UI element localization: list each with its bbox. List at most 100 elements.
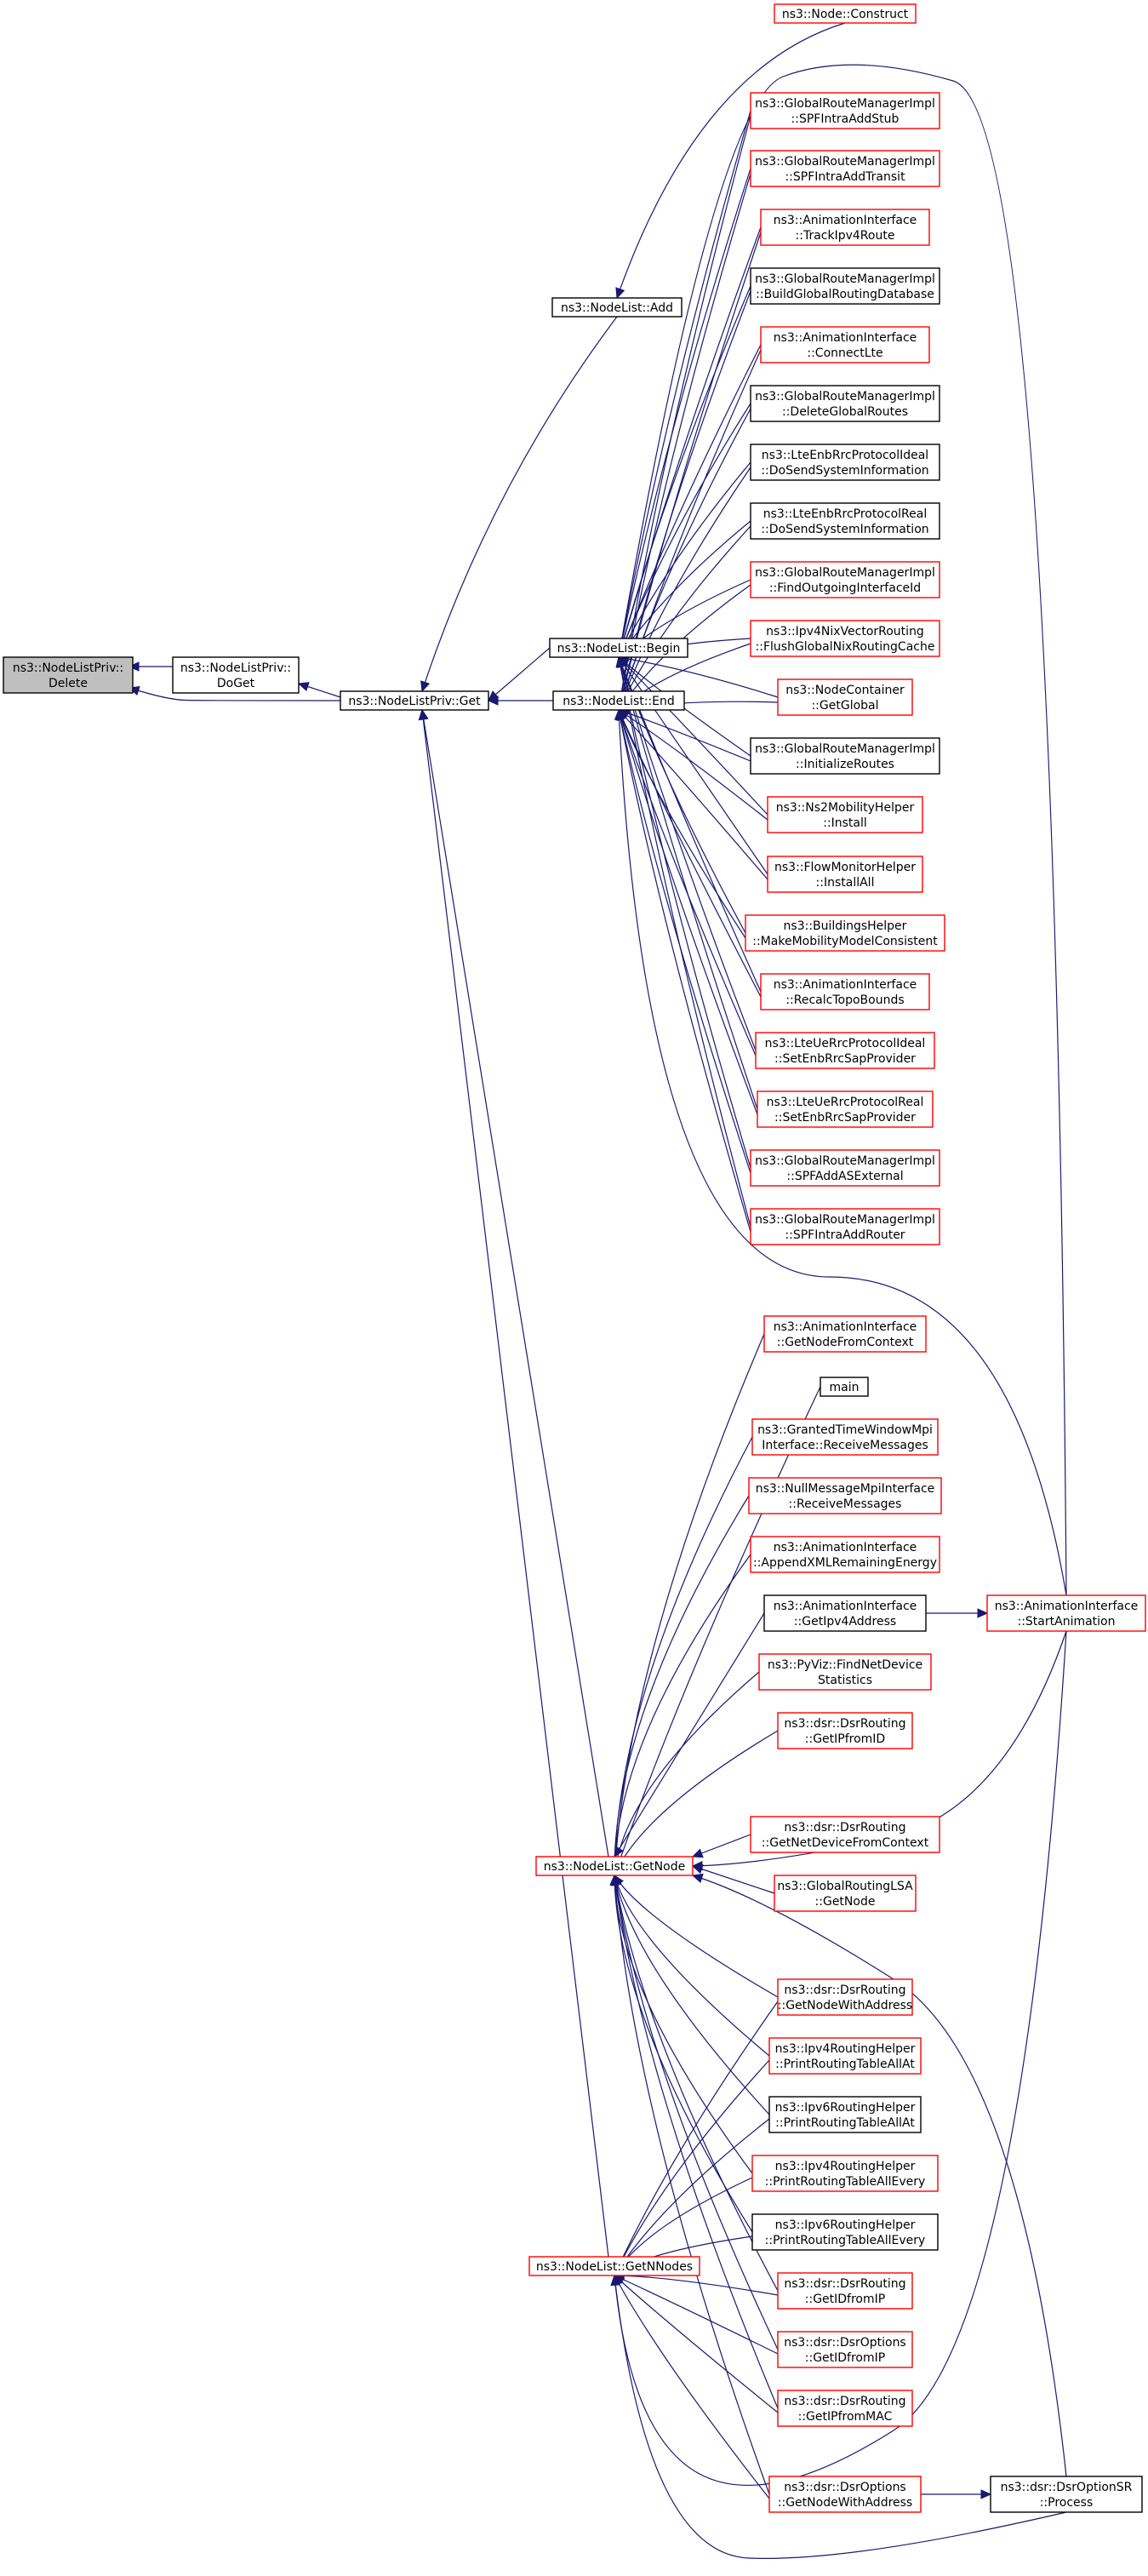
node-r7[interactable]: ns3::LteEnbRrcProtocolIdeal::DoSendSyste…: [750, 444, 940, 481]
node-label: ns3::GlobalRouteManagerImpl: [755, 1154, 935, 1168]
node-label: main: [830, 1381, 860, 1394]
node-r3[interactable]: ns3::AnimationInterface::TrackIpv4Route: [760, 209, 930, 246]
node-box: [750, 444, 940, 481]
node-g16[interactable]: ns3::dsr::DsrRouting::GetIDfromIP: [777, 2272, 913, 2310]
node-r5[interactable]: ns3::AnimationInterface::ConnectLte: [760, 326, 930, 364]
node-g1[interactable]: ns3::AnimationInterface::GetNodeFromCont…: [763, 1315, 927, 1353]
node-box: [750, 737, 940, 775]
node-g2[interactable]: main: [820, 1377, 869, 1397]
node-r1[interactable]: ns3::GlobalRouteManagerImpl::SPFIntraAdd…: [750, 92, 940, 129]
node-label: ::PrintRoutingTableAllEvery: [765, 2234, 926, 2247]
node-box: [750, 620, 940, 657]
node-label: ::SPFIntraAddStub: [791, 112, 900, 126]
node-label: ::GetNetDeviceFromContext: [762, 1836, 929, 1850]
node-g15[interactable]: ns3::Ipv6RoutingHelper::PrintRoutingTabl…: [751, 2213, 939, 2251]
node-label: Interface::ReceiveMessages: [762, 1439, 928, 1452]
node-r10[interactable]: ns3::Ipv4NixVectorRouting::FlushGlobalNi…: [750, 620, 940, 657]
node-box: [750, 1816, 940, 1853]
node-doget[interactable]: ns3::NodeListPriv::DoGet: [172, 656, 300, 694]
node-end[interactable]: ns3::NodeList::End: [552, 690, 685, 711]
edge-g10-to-getnode: [692, 1865, 775, 1894]
arrowhead-doget-to-delete: [128, 661, 140, 672]
node-label: ::SetEnbRrcSapProvider: [774, 1052, 916, 1066]
node-box: [768, 2037, 922, 2075]
node-g6[interactable]: ns3::AnimationInterface::GetIpv4Address: [763, 1594, 927, 1632]
node-g9[interactable]: ns3::dsr::DsrRouting::GetNetDeviceFromCo…: [750, 1816, 940, 1853]
node-label: ::SetEnbRrcSapProvider: [774, 1111, 916, 1125]
node-dsrprocess[interactable]: ns3::dsr::DsrOptionSR::Process: [990, 2476, 1143, 2513]
node-label: ns3::GlobalRouteManagerImpl: [755, 390, 935, 404]
node-add[interactable]: ns3::NodeList::Add: [551, 297, 683, 318]
node-label: ns3::GlobalRoutingLSA: [777, 1880, 913, 1893]
node-getnnodes[interactable]: ns3::NodeList::GetNNodes: [528, 2256, 700, 2276]
node-startanim[interactable]: ns3::AnimationInterface::StartAnimation: [986, 1594, 1146, 1632]
arrowhead-startanim-to-getnode: [691, 1860, 703, 1871]
node-r18[interactable]: ns3::LteUeRrcProtocolReal::SetEnbRrcSapP…: [757, 1091, 934, 1128]
node-r2[interactable]: ns3::GlobalRouteManagerImpl::SPFIntraAdd…: [750, 150, 940, 187]
node-label: ns3::dsr::DsrRouting: [784, 1717, 905, 1731]
node-g3[interactable]: ns3::GrantedTimeWindowMpiInterface::Rece…: [751, 1418, 939, 1456]
node-label: ns3::LteUeRrcProtocolReal: [767, 1096, 924, 1109]
node-box: [750, 561, 940, 598]
node-r6[interactable]: ns3::GlobalRouteManagerImpl::DeleteGloba…: [750, 385, 940, 422]
node-label: ::FlushGlobalNixRoutingCache: [756, 640, 935, 654]
node-r14[interactable]: ns3::FlowMonitorHelper::InstallAll: [767, 856, 923, 893]
node-r15[interactable]: ns3::BuildingsHelper::MakeMobilityModelC…: [745, 914, 945, 952]
node-r8[interactable]: ns3::LteEnbRrcProtocolReal::DoSendSystem…: [750, 502, 940, 540]
node-g10[interactable]: ns3::GlobalRoutingLSA::GetNode: [774, 1875, 917, 1912]
node-construct[interactable]: ns3::Node::Construct: [774, 3, 917, 24]
edge-getnode-to-privget: [421, 709, 609, 1858]
node-r19[interactable]: ns3::GlobalRouteManagerImpl::SPFAddASExt…: [750, 1149, 940, 1187]
node-g19[interactable]: ns3::dsr::DsrOptions::GetNodeWithAddress: [768, 2476, 922, 2513]
arrowhead-g9-to-getnode: [691, 1848, 704, 1858]
node-begin[interactable]: ns3::NodeList::Begin: [549, 638, 688, 658]
node-r12[interactable]: ns3::GlobalRouteManagerImpl::InitializeR…: [750, 737, 940, 775]
node-label: ::InstallAll: [816, 876, 875, 890]
node-privget[interactable]: ns3::NodeListPriv::Get: [340, 690, 489, 711]
edge-getnnodes-to-privget: [421, 709, 609, 2258]
node-box: [760, 209, 930, 246]
node-r9[interactable]: ns3::GlobalRouteManagerImpl::FindOutgoin…: [750, 561, 940, 598]
node-r13[interactable]: ns3::Ns2MobilityHelper::Install: [767, 796, 923, 833]
node-label: ns3::FlowMonitorHelper: [774, 861, 916, 874]
edge-r18-to-begin: [618, 656, 758, 1110]
node-box: [986, 1594, 1146, 1632]
node-box: [750, 385, 940, 422]
node-g13[interactable]: ns3::Ipv6RoutingHelper::PrintRoutingTabl…: [768, 2096, 922, 2133]
node-r4[interactable]: ns3::GlobalRouteManagerImpl::BuildGlobal…: [750, 267, 940, 305]
node-g17[interactable]: ns3::dsr::DsrOptions::GetIDfromIP: [777, 2331, 913, 2368]
node-box: [750, 502, 940, 540]
node-box: [990, 2476, 1143, 2513]
node-r17[interactable]: ns3::LteUeRrcProtocolIdeal::SetEnbRrcSap…: [755, 1032, 935, 1069]
node-getnode[interactable]: ns3::NodeList::GetNode: [535, 1856, 694, 1876]
node-label: ns3::NodeList::Begin: [557, 642, 681, 655]
node-label: Statistics: [818, 1674, 872, 1687]
edge-g17-to-getnnodes: [614, 2275, 779, 2355]
arrowhead-g19-to-dsrprocess: [980, 2489, 992, 2499]
node-label: ns3::NodeList::GetNode: [544, 1860, 685, 1874]
node-g11[interactable]: ns3::dsr::DsrRouting::GetNodeWithAddress: [777, 1978, 913, 2016]
edge-construct-to-add: [616, 22, 846, 299]
node-box: [777, 1978, 913, 2016]
node-r20[interactable]: ns3::GlobalRouteManagerImpl::SPFIntraAdd…: [750, 1208, 940, 1245]
node-label: ns3::BuildingsHelper: [784, 919, 907, 933]
edge-r20-to-begin: [618, 656, 751, 1228]
node-g8[interactable]: ns3::dsr::DsrRouting::GetIPfromID: [777, 1712, 913, 1749]
node-label: ns3::dsr::DsrRouting: [784, 1984, 905, 1997]
node-g4[interactable]: ns3::NullMessageMpiInterface::ReceiveMes…: [748, 1477, 942, 1514]
node-label: ::GetGlobal: [811, 699, 878, 713]
node-label: ::BuildGlobalRoutingDatabase: [756, 288, 934, 301]
node-label: ::PrintRoutingTableAllEvery: [765, 2175, 926, 2189]
node-r11[interactable]: ns3::NodeContainer::GetGlobal: [777, 678, 913, 716]
node-g14[interactable]: ns3::Ipv4RoutingHelper::PrintRoutingTabl…: [751, 2155, 939, 2192]
node-label: ::GetIPfromID: [805, 1732, 885, 1746]
node-g18[interactable]: ns3::dsr::DsrRouting::GetIPfromMAC: [777, 2390, 913, 2427]
node-label: ns3::dsr::DsrOptions: [784, 2336, 905, 2350]
node-box: [774, 1875, 917, 1912]
node-label: ns3::NodeListPriv::: [13, 661, 123, 675]
node-r16[interactable]: ns3::AnimationInterface::RecalcTopoBound…: [760, 973, 930, 1010]
node-g5[interactable]: ns3::AnimationInterface::AppendXMLRemain…: [750, 1536, 940, 1573]
node-g12[interactable]: ns3::Ipv4RoutingHelper::PrintRoutingTabl…: [768, 2037, 922, 2075]
